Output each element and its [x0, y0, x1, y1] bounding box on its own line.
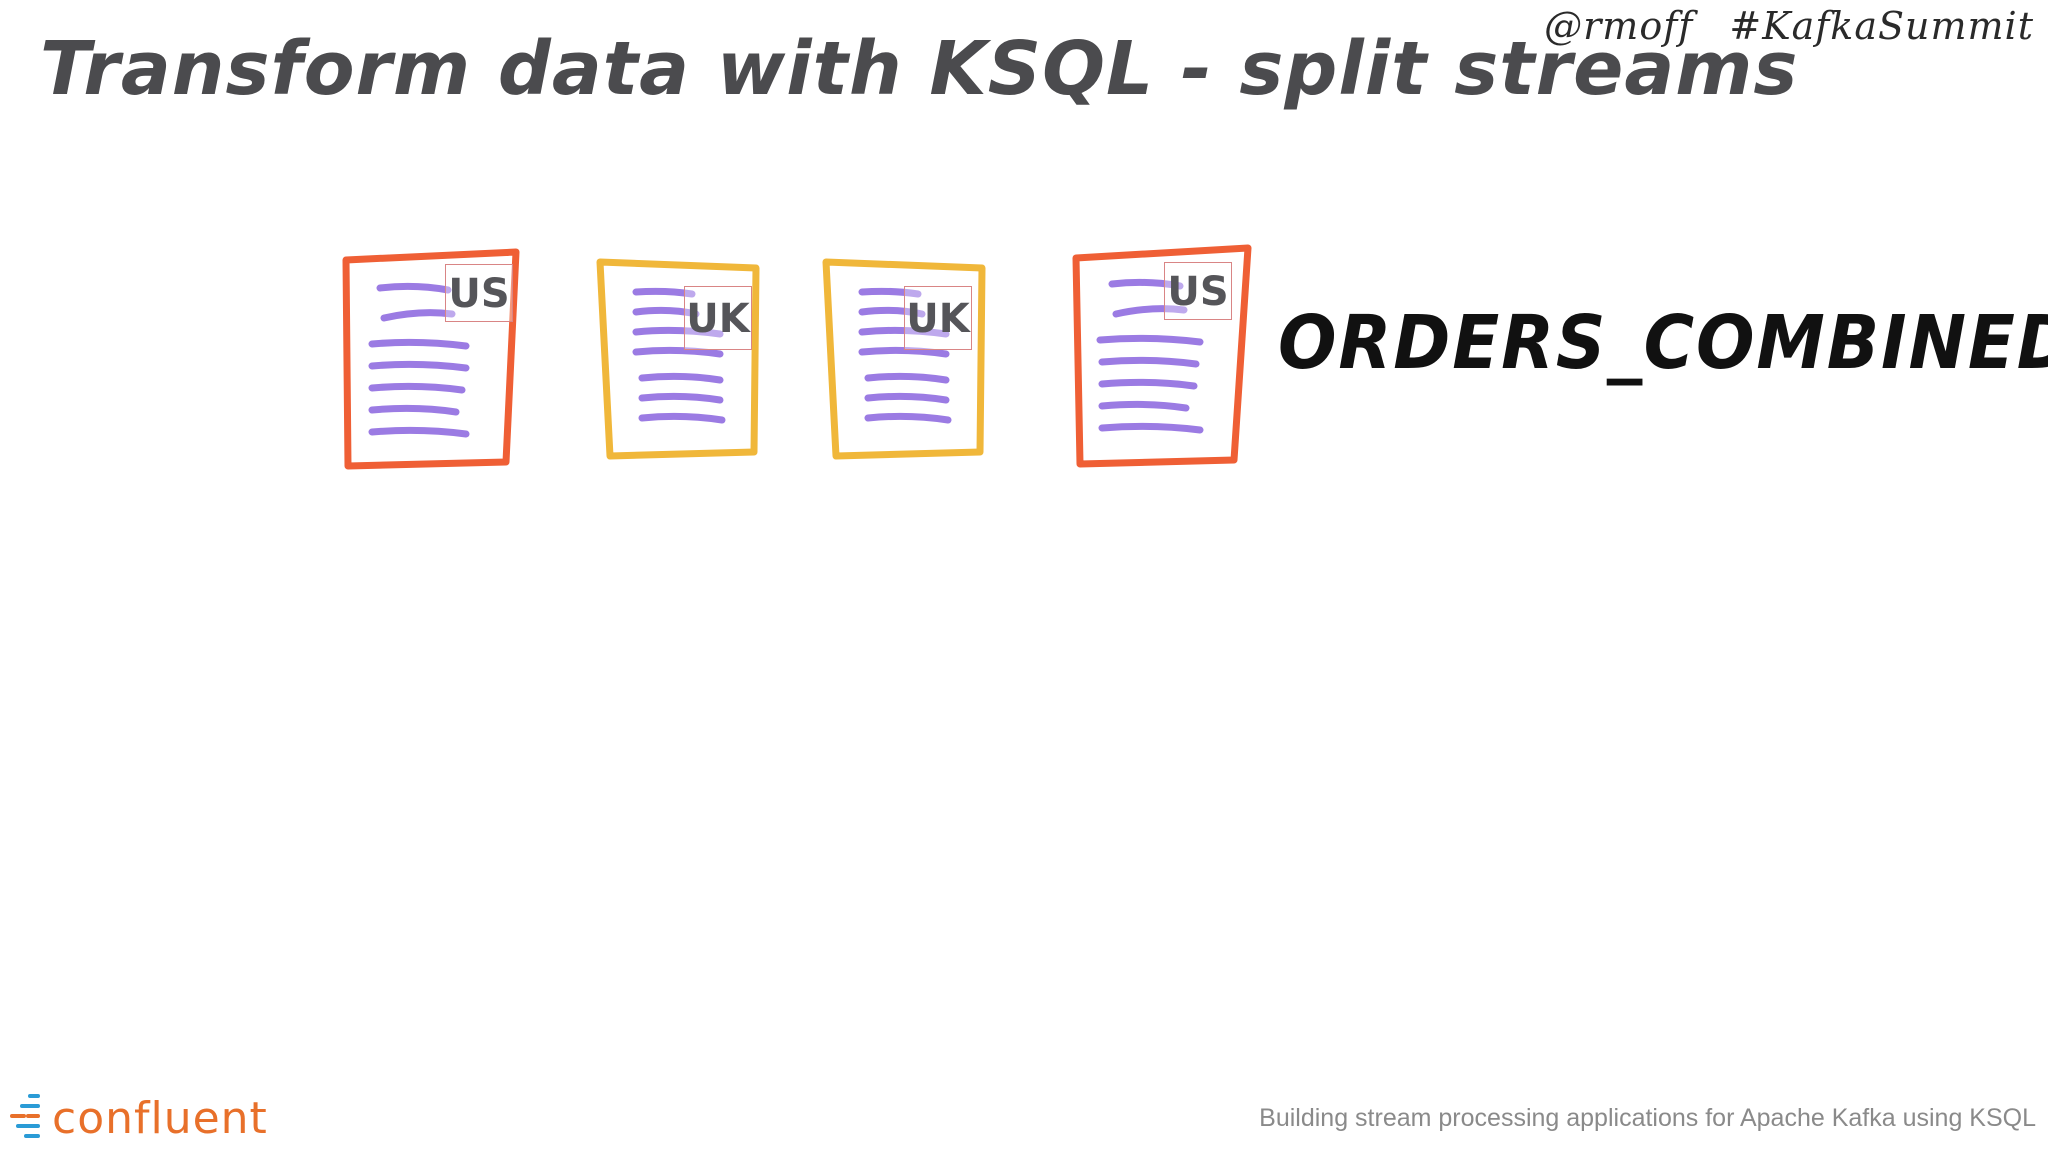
- document-icon: [822, 258, 986, 460]
- confluent-mark-icon: [10, 1094, 40, 1138]
- country-tag: UK: [684, 286, 752, 350]
- country-tag: UK: [904, 286, 972, 350]
- confluent-wordmark: confluent: [52, 1092, 268, 1144]
- message-document-3: UK: [822, 256, 992, 466]
- slide-title: Transform data with KSQL - split streams: [40, 26, 1799, 112]
- message-stream: US UK: [0, 0, 2048, 520]
- message-document-2: UK: [596, 256, 766, 466]
- confluent-logo: confluent: [8, 1092, 268, 1144]
- message-document-4: US: [1072, 244, 1252, 468]
- message-document-1: US: [340, 248, 520, 470]
- document-icon: [1072, 244, 1252, 468]
- header-tags: @rmoff #KafkaSummit: [1544, 4, 2034, 48]
- twitter-handle: @rmoff: [1544, 4, 1694, 48]
- footer-caption: Building stream processing applications …: [1259, 1104, 2036, 1132]
- document-icon: [596, 258, 760, 460]
- event-hashtag: #KafkaSummit: [1729, 4, 2034, 48]
- document-icon: [342, 248, 520, 470]
- country-tag: US: [445, 264, 513, 322]
- country-tag: US: [1164, 262, 1232, 320]
- stream-name: ORDERS_COMBINED: [1278, 300, 2048, 386]
